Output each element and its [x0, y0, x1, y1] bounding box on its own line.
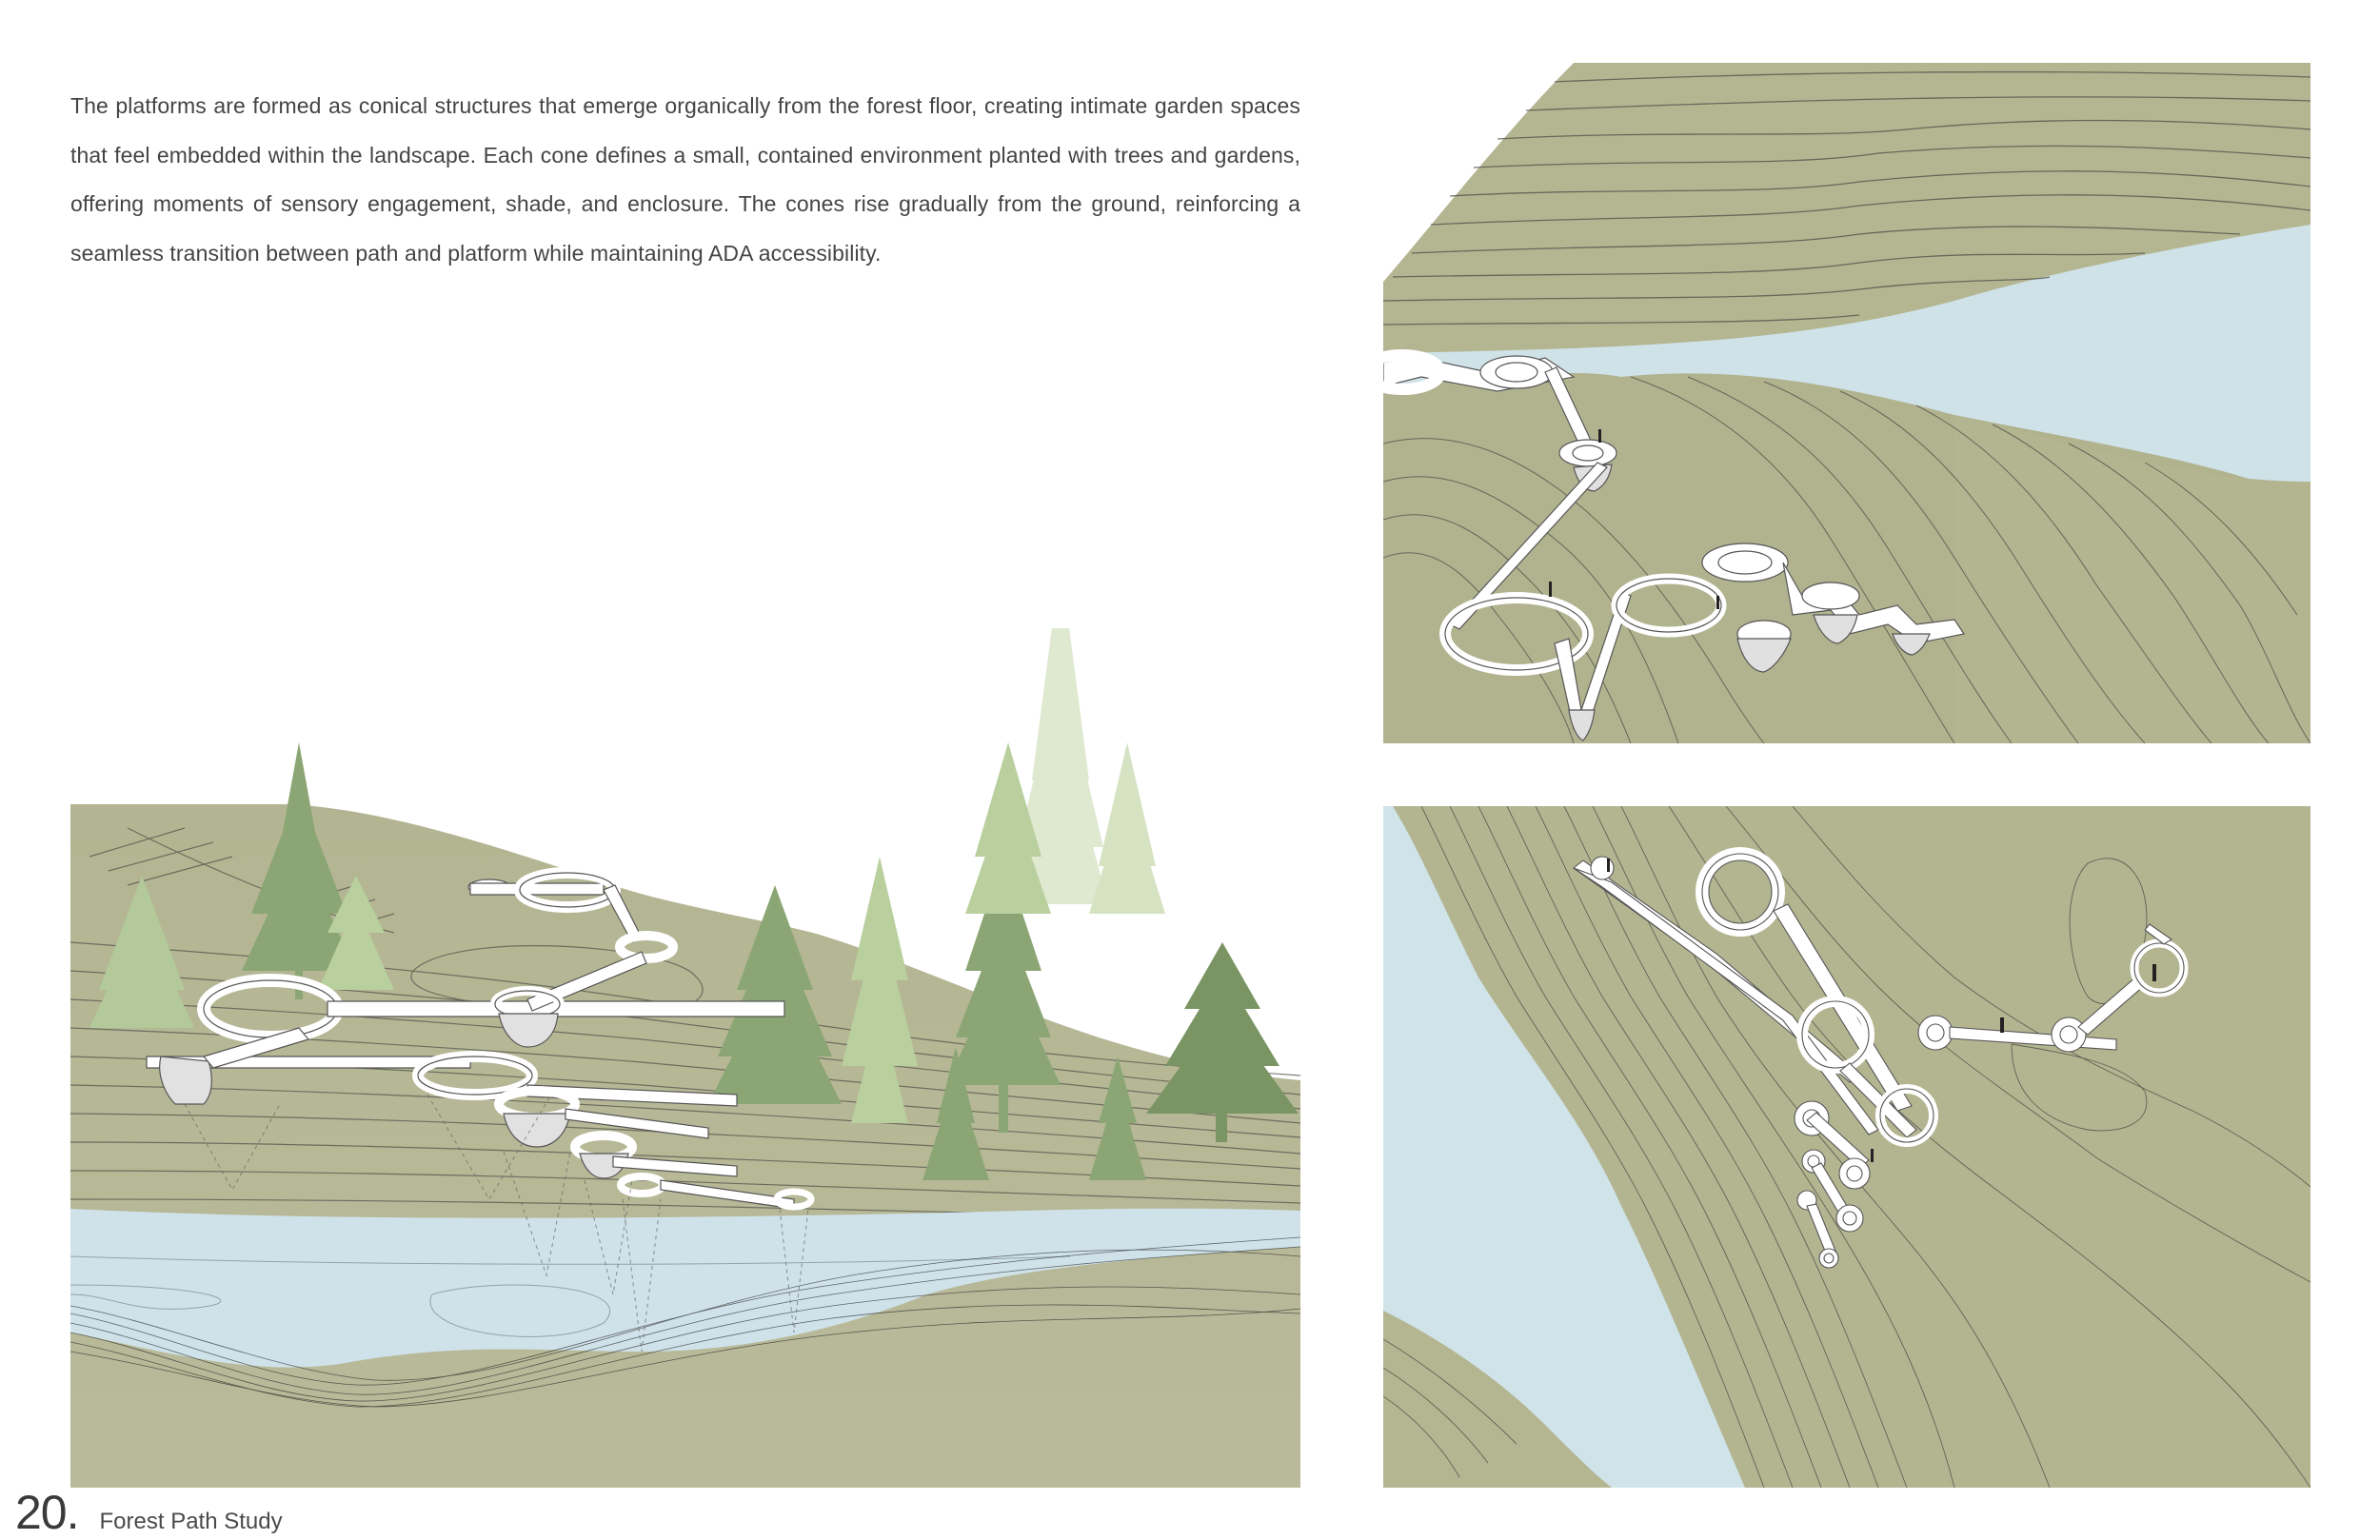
- boardwalk-path: [1383, 349, 1965, 741]
- aerial-oblique-illustration: [1383, 63, 2311, 743]
- aerial-oblique-figure: [1383, 63, 2311, 743]
- perspective-illustration: [70, 628, 1300, 1488]
- page-footer: 20. Forest Path Study: [15, 1485, 283, 1540]
- tree-icon: [89, 628, 1165, 1028]
- boardwalk-path: [1573, 847, 2189, 1269]
- boardwalk-path: [146, 867, 815, 1211]
- perspective-figure: [70, 628, 1300, 1488]
- aerial-plan-figure: [1383, 806, 2311, 1488]
- aerial-plan-illustration: [1383, 806, 2311, 1488]
- person-icon: [1549, 429, 1719, 609]
- person-icon: [1607, 859, 2156, 1162]
- page-number: 20.: [15, 1486, 80, 1539]
- intro-paragraph: The platforms are formed as conical stru…: [70, 93, 1300, 266]
- page-title: Forest Path Study: [99, 1509, 283, 1534]
